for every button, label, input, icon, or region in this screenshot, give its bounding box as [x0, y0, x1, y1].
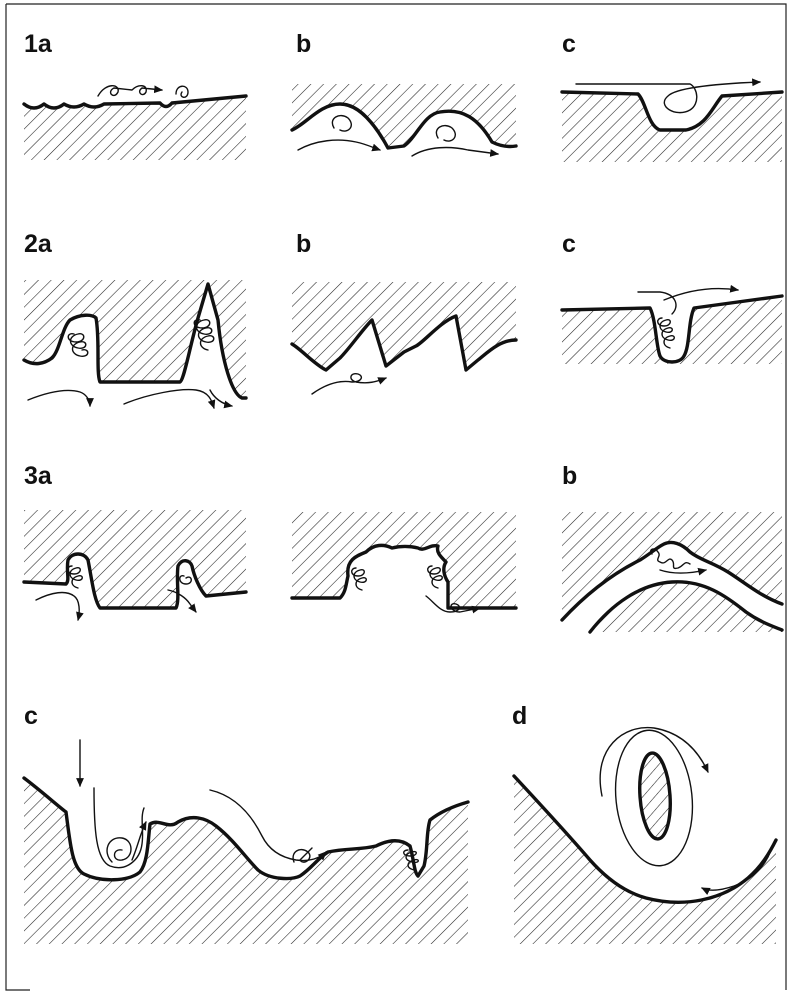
- panel-3a-middle: [292, 512, 516, 612]
- vortex-stack-3a-left: [68, 566, 83, 588]
- panel-3a-left: 3a: [24, 462, 246, 620]
- panel-3b: b: [562, 462, 782, 632]
- panel-label-2b: b: [296, 230, 311, 258]
- vortex-row-3b: [651, 549, 690, 568]
- flow-arrow-2b: [312, 374, 386, 394]
- ground-1a: [24, 96, 246, 160]
- vortex-stack-2c: [658, 318, 675, 348]
- panel-3c: c: [24, 702, 468, 944]
- panel-label-3b: b: [562, 462, 577, 490]
- panel-label-3d: d: [512, 702, 527, 730]
- flow-arrow-1a: [98, 86, 162, 96]
- flow-arrow-1b-right: [412, 148, 498, 156]
- ground-1b: [292, 84, 516, 148]
- panel-3d: d: [512, 702, 776, 944]
- panel-2c: c: [562, 230, 782, 364]
- flow-arrow-3a-left: [36, 593, 79, 620]
- panel-label-1a: 1a: [24, 30, 53, 58]
- flow-arrow-2a-far: [210, 390, 232, 406]
- flow-channel-3c-left: [94, 788, 144, 868]
- ground-3c: [24, 778, 468, 944]
- vortex-stack-3a-middle-right: [428, 566, 443, 588]
- panel-1a: 1a: [24, 30, 246, 160]
- ground-3a-middle: [292, 512, 516, 608]
- eddy-1b-left: [332, 116, 351, 131]
- vortex-stack-2a-right: [194, 320, 214, 350]
- vortex-stack-3a-middle-left: [352, 568, 367, 590]
- eddy-1b-right: [436, 126, 455, 141]
- panel-label-1c: c: [562, 30, 576, 58]
- panel-label-2c: c: [562, 230, 576, 258]
- panel-1b: b: [292, 30, 516, 156]
- vortex-3a-right: [180, 576, 192, 584]
- panel-label-1b: b: [296, 30, 311, 58]
- ground-1c: [562, 92, 782, 162]
- vortex-stack-2a-left: [68, 334, 88, 357]
- flow-arrow-2a-left: [28, 390, 90, 406]
- eddy-1a: [176, 86, 188, 97]
- panel-label-2a: 2a: [24, 230, 53, 258]
- flow-arrow-2a-right: [124, 390, 214, 408]
- panel-1c: c: [562, 30, 782, 162]
- panel-label-3c: c: [24, 702, 38, 730]
- panel-2a: 2a: [24, 230, 246, 408]
- panel-2b: b: [292, 230, 516, 394]
- eddy-3c-left: [107, 838, 131, 862]
- panel-label-3a: 3a: [24, 462, 53, 490]
- flow-arrow-3b: [660, 570, 706, 573]
- flow-arrow-1b-left: [298, 140, 380, 150]
